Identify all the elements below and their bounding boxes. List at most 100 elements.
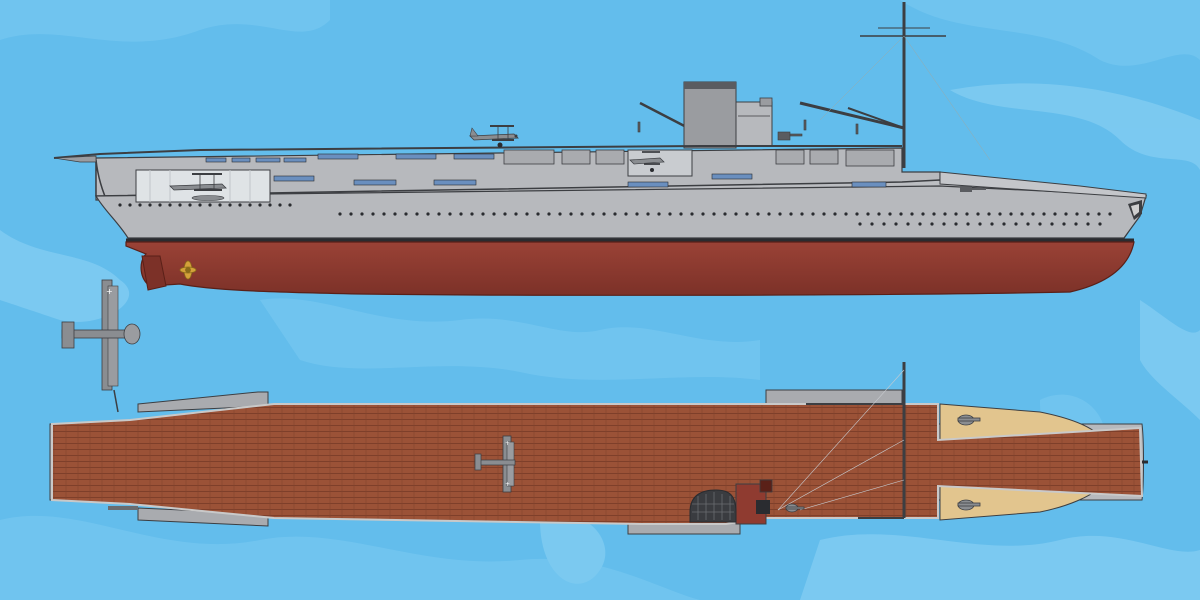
deck-fittings — [637, 119, 859, 141]
porthole — [870, 222, 874, 226]
porthole — [1086, 212, 1090, 216]
window — [395, 153, 437, 160]
window — [453, 153, 495, 160]
porthole — [800, 212, 804, 216]
portholes — [118, 203, 1112, 226]
porthole — [646, 212, 650, 216]
hull-windows — [205, 153, 887, 188]
window — [273, 175, 315, 182]
biplane-flying: + — [61, 279, 141, 413]
porthole — [547, 212, 551, 216]
porthole — [954, 212, 958, 216]
porthole — [503, 212, 507, 216]
porthole — [966, 222, 970, 226]
top-deck-view: + + + — [49, 279, 1148, 535]
porthole — [624, 212, 628, 216]
porthole — [657, 212, 661, 216]
porthole — [1086, 222, 1090, 226]
porthole — [690, 212, 694, 216]
porthole — [1098, 222, 1102, 226]
porthole — [906, 222, 910, 226]
bow-turret-top — [957, 414, 981, 426]
porthole — [877, 212, 881, 216]
porthole — [258, 203, 262, 207]
porthole — [888, 212, 892, 216]
porthole — [148, 203, 152, 207]
porthole — [844, 212, 848, 216]
porthole — [679, 212, 683, 216]
porthole — [767, 212, 771, 216]
biplane-top-view: + + — [474, 435, 516, 493]
porthole — [382, 212, 386, 216]
porthole — [734, 212, 738, 216]
porthole — [602, 212, 606, 216]
hangar-panels — [503, 149, 895, 167]
porthole — [426, 212, 430, 216]
porthole — [481, 212, 485, 216]
porthole — [918, 222, 922, 226]
porthole — [580, 212, 584, 216]
porthole — [635, 212, 639, 216]
porthole — [1020, 212, 1024, 216]
porthole — [178, 203, 182, 207]
funnel — [683, 81, 773, 149]
biplane-on-deck — [469, 125, 519, 148]
window — [205, 157, 227, 163]
rudder — [141, 255, 167, 291]
window — [283, 157, 307, 163]
porthole — [1097, 212, 1101, 216]
island-gun — [785, 503, 805, 513]
porthole — [910, 212, 914, 216]
porthole — [942, 222, 946, 226]
porthole — [138, 203, 142, 207]
porthole — [943, 212, 947, 216]
porthole — [976, 212, 980, 216]
porthole — [899, 212, 903, 216]
porthole — [128, 203, 132, 207]
porthole — [198, 203, 202, 207]
window — [627, 181, 669, 188]
porthole — [558, 212, 562, 216]
porthole — [1026, 222, 1030, 226]
porthole — [811, 212, 815, 216]
porthole — [855, 212, 859, 216]
hull-antifouling — [125, 241, 1135, 296]
biplane-in-opening — [629, 151, 665, 172]
porthole — [978, 222, 982, 226]
porthole — [822, 212, 826, 216]
porthole — [278, 203, 282, 207]
porthole — [1014, 222, 1018, 226]
porthole — [470, 212, 474, 216]
porthole — [371, 212, 375, 216]
porthole — [349, 212, 353, 216]
porthole — [525, 212, 529, 216]
biplane-in-hangar — [169, 173, 227, 201]
porthole — [338, 212, 342, 216]
window — [353, 179, 397, 186]
porthole — [930, 222, 934, 226]
window — [317, 153, 359, 160]
porthole — [591, 212, 595, 216]
porthole — [1038, 222, 1042, 226]
porthole — [921, 212, 925, 216]
porthole — [1031, 212, 1035, 216]
porthole — [1050, 222, 1054, 226]
window — [851, 181, 887, 188]
porthole — [1053, 212, 1057, 216]
porthole — [954, 222, 958, 226]
porthole — [756, 212, 760, 216]
porthole — [448, 212, 452, 216]
porthole — [288, 203, 292, 207]
porthole — [393, 212, 397, 216]
porthole — [1075, 212, 1079, 216]
flight-deck — [51, 403, 1144, 525]
porthole — [218, 203, 222, 207]
porthole — [168, 203, 172, 207]
stern-boom — [108, 506, 138, 510]
window — [231, 157, 251, 163]
porthole — [404, 212, 408, 216]
porthole — [712, 212, 716, 216]
porthole — [723, 212, 727, 216]
